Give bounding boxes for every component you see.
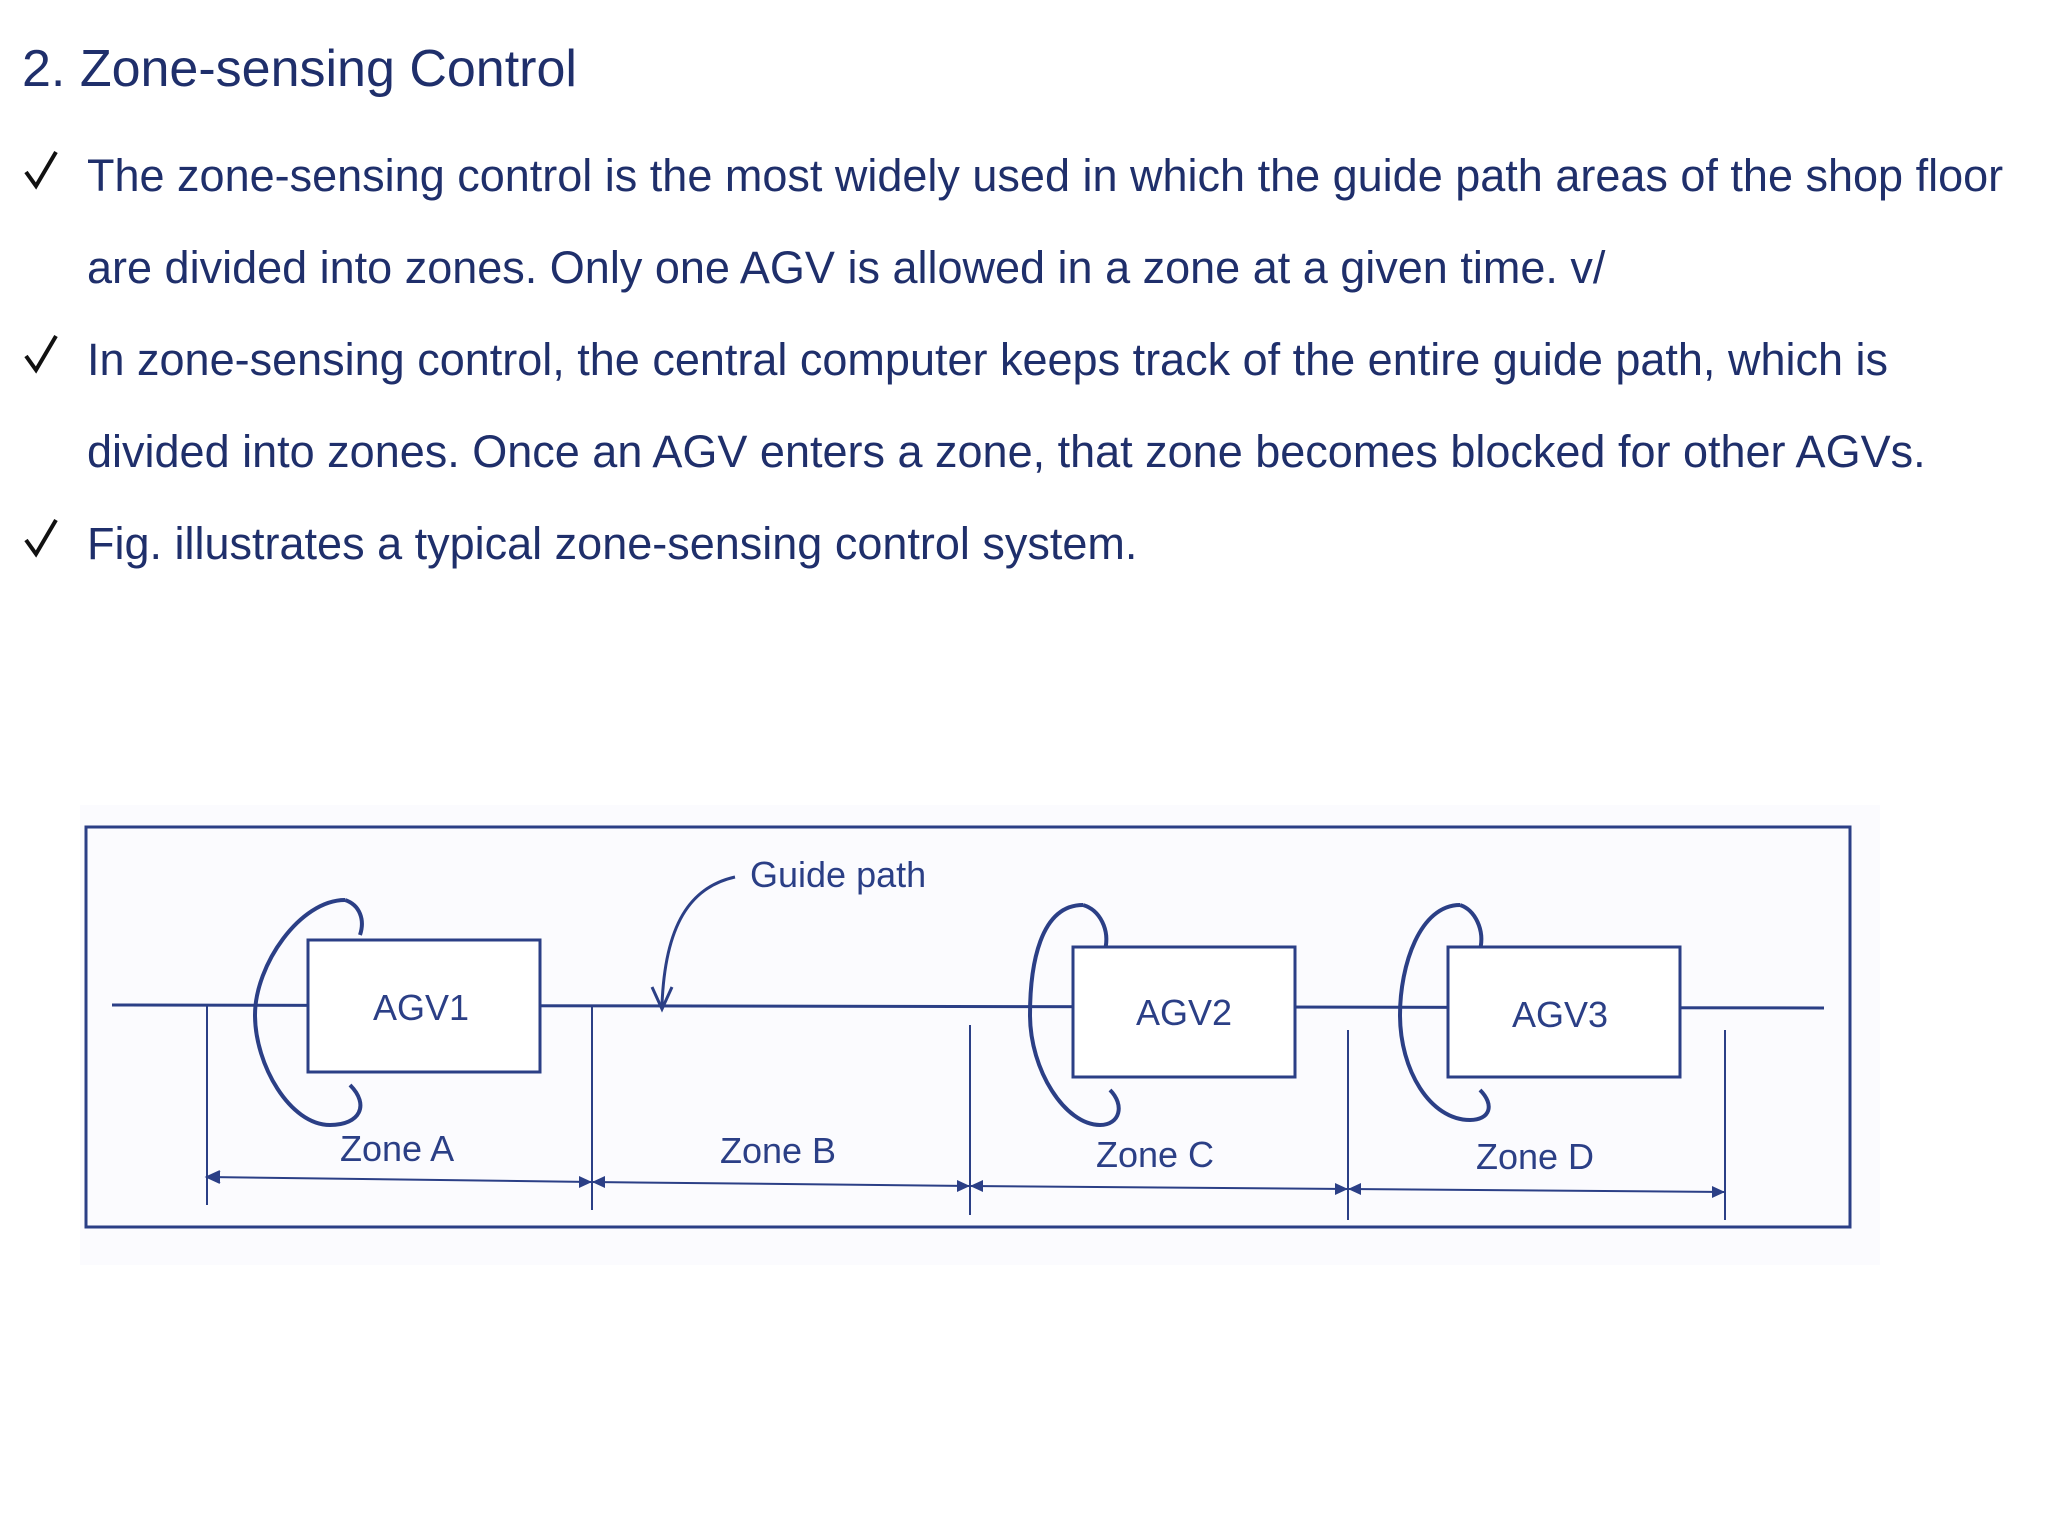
bullet-list: The zone-sensing control is the most wid… xyxy=(22,130,2012,590)
zone-diagram: Guide path AGV1 AGV2 AGV3 xyxy=(80,805,1880,1265)
zone-b-label: Zone B xyxy=(720,1130,836,1171)
guide-path-label: Guide path xyxy=(750,854,926,895)
slide-title: 2. Zone-sensing Control xyxy=(22,40,577,98)
zone-a-label: Zone A xyxy=(340,1128,454,1169)
agv1: AGV1 xyxy=(252,898,542,1128)
zone-c-label: Zone C xyxy=(1096,1134,1214,1175)
zone-sensing-figure: Guide path AGV1 AGV2 AGV3 xyxy=(80,805,1880,1265)
agv3: AGV3 xyxy=(1397,903,1682,1123)
bullet-text: In zone-sensing control, the central com… xyxy=(87,334,1926,477)
agv1-label: AGV1 xyxy=(373,987,469,1028)
check-icon xyxy=(24,334,58,374)
bullet-item: In zone-sensing control, the central com… xyxy=(22,314,2012,498)
figure-frame xyxy=(84,825,1852,1229)
agv2: AGV2 xyxy=(1027,903,1297,1128)
bullet-item: Fig. illustrates a typical zone-sensing … xyxy=(22,498,2012,590)
agv2-label: AGV2 xyxy=(1136,992,1232,1033)
bullet-item: The zone-sensing control is the most wid… xyxy=(22,130,2012,314)
guide-path-arrow xyxy=(660,875,736,1006)
agv3-label: AGV3 xyxy=(1512,994,1608,1035)
bullet-text: The zone-sensing control is the most wid… xyxy=(87,150,2004,293)
check-icon xyxy=(24,518,58,558)
check-icon xyxy=(24,150,58,190)
bullet-text: Fig. illustrates a typical zone-sensing … xyxy=(87,518,1138,569)
zone-d-label: Zone D xyxy=(1476,1136,1594,1177)
